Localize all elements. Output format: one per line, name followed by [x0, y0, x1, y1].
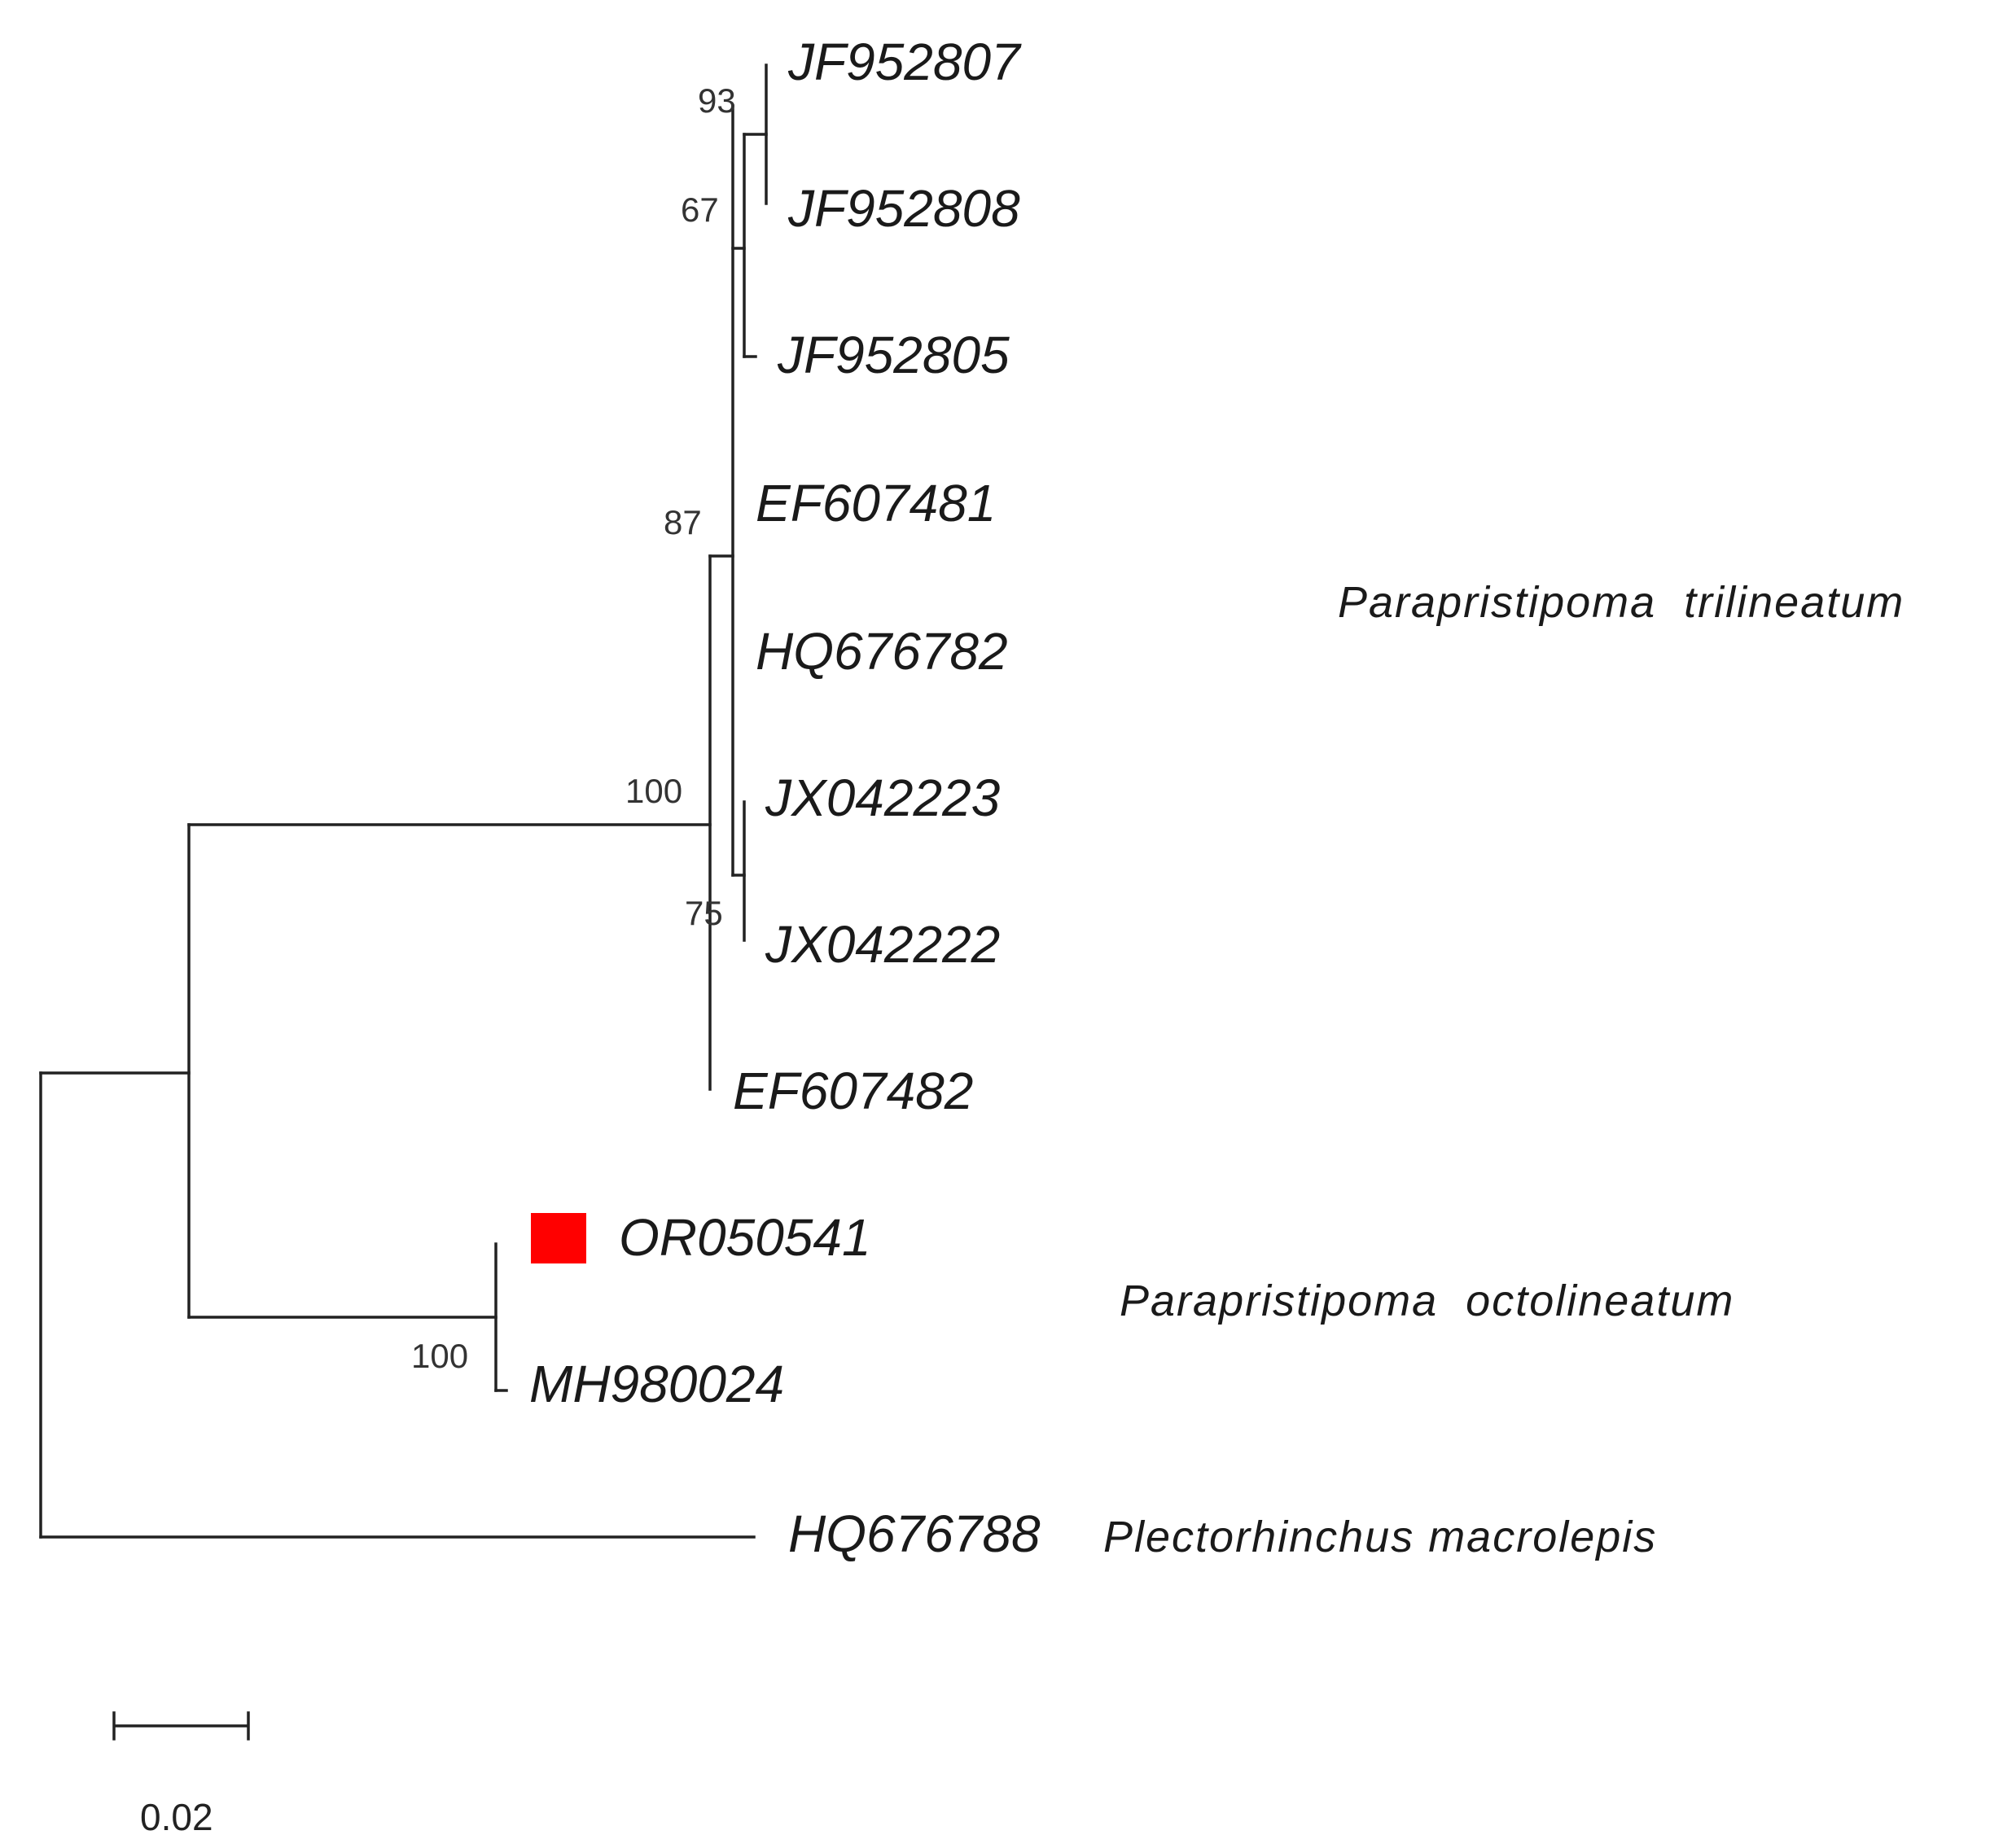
taxon-labels: JF952807 JF952808 JF952805 EF607481 HQ67… [529, 33, 1041, 1563]
highlight-square-marker [531, 1213, 586, 1263]
taxon-label-or050541: OR050541 [619, 1208, 871, 1267]
bootstrap-values: 93 67 87 100 75 100 [411, 81, 736, 1375]
bootstrap-100-octolineatum: 100 [411, 1337, 468, 1375]
taxon-label-jx042223: JX042223 [765, 769, 1001, 827]
bootstrap-87: 87 [664, 503, 702, 541]
taxon-label-hq676782: HQ676782 [756, 622, 1008, 681]
scale-bar-label: 0.02 [140, 1796, 213, 1838]
species-label-trilineatum: Parapristipoma trilineatum [1338, 578, 1905, 627]
taxon-label-hq676788: HQ676788 [788, 1504, 1041, 1563]
taxon-label-jf952807: JF952807 [787, 33, 1022, 91]
bootstrap-75: 75 [685, 894, 723, 932]
taxon-label-jf952808: JF952808 [787, 179, 1020, 238]
tree-branches [39, 63, 768, 1539]
taxon-label-ef607481: EF607481 [756, 474, 996, 532]
bootstrap-93: 93 [698, 81, 736, 120]
scale-bar-line [112, 1711, 250, 1741]
taxon-label-ef607482: EF607482 [733, 1062, 973, 1120]
species-label-macrolepis: Plectorhinchus macrolepis [1103, 1513, 1657, 1561]
taxon-label-jx042222: JX042222 [765, 915, 1000, 974]
bootstrap-67: 67 [681, 190, 719, 229]
bootstrap-100-trilineatum: 100 [625, 772, 682, 810]
taxon-label-mh980024: MH980024 [529, 1355, 784, 1413]
species-labels: Parapristipoma trilineatum Parapristipom… [1103, 578, 1905, 1561]
scale-bar: 0.02 [112, 1711, 250, 1838]
species-label-octolineatum: Parapristipoma octolineatum [1120, 1277, 1734, 1325]
taxon-label-jf952805: JF952805 [777, 326, 1010, 384]
